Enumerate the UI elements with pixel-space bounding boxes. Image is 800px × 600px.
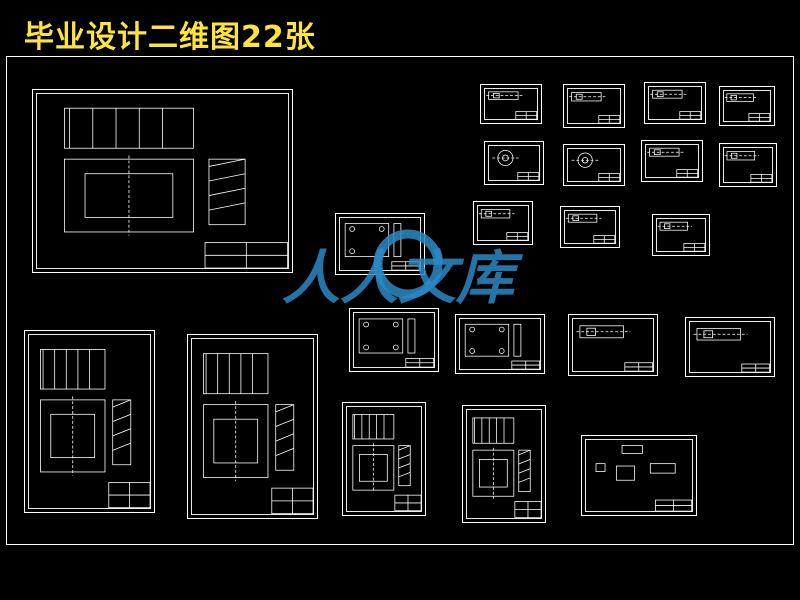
sheet-drawing xyxy=(486,91,538,120)
sheet-border xyxy=(346,406,422,512)
sheet-border xyxy=(466,409,542,519)
drawing-sheet-part-f xyxy=(563,144,625,186)
drawing-sheet-plate-4 xyxy=(568,314,658,376)
drawing-sheet-plate-3 xyxy=(455,314,545,374)
sheet-drawing xyxy=(595,445,693,512)
sheet-border xyxy=(353,312,435,368)
drawing-sheet-part-i xyxy=(473,201,533,245)
sheet-drawing xyxy=(566,213,616,244)
drawing-sheet-plate-5 xyxy=(685,317,775,377)
drawing-sheet-plate-2 xyxy=(349,308,439,372)
drawing-sheet-part-e xyxy=(484,141,544,185)
sheet-border xyxy=(723,90,771,122)
sheet-border xyxy=(572,318,654,372)
sheet-drawing xyxy=(693,328,771,373)
drawing-sheet-assembly-main xyxy=(32,89,293,273)
sheet-border xyxy=(564,210,616,244)
drawing-sheet-part-a xyxy=(480,84,542,124)
sheet-border xyxy=(36,93,289,269)
sheet-drawing xyxy=(464,323,541,370)
drawing-frame xyxy=(6,56,794,545)
sheet-border xyxy=(645,144,699,178)
watermark-text: 人人文库 xyxy=(282,244,524,312)
sheet-border xyxy=(488,145,540,181)
drawing-sheet-part-b xyxy=(563,84,625,128)
sheet-border xyxy=(567,148,621,182)
sheet-drawing xyxy=(64,107,289,269)
sheet-drawing xyxy=(203,353,314,515)
sheet-drawing xyxy=(492,150,540,181)
sheet-drawing xyxy=(358,318,435,368)
drawing-sheet-part-j xyxy=(560,206,620,248)
sheet-drawing xyxy=(657,221,706,252)
drawing-sheet-part-c xyxy=(644,82,706,124)
sheet-drawing xyxy=(724,151,773,183)
drawing-sheet-part-g xyxy=(641,140,703,182)
sheet-border xyxy=(567,88,621,124)
sheet-border xyxy=(477,205,529,241)
sheet-drawing xyxy=(569,92,621,124)
sheet-border xyxy=(459,318,541,370)
sheet-drawing xyxy=(571,152,621,182)
sheet-drawing xyxy=(647,147,699,178)
drawing-sheet-drawing-small xyxy=(581,435,697,516)
sheet-border xyxy=(191,338,314,515)
sheet-border xyxy=(484,88,538,120)
drawing-sheet-part-k xyxy=(652,214,710,256)
sheet-border xyxy=(723,147,773,183)
drawing-sheet-drawing-tall-1 xyxy=(24,330,155,513)
page-title: 毕业设计二维图22张 xyxy=(24,20,316,55)
sheet-drawing xyxy=(576,325,654,372)
drawing-sheet-drawing-mid-1 xyxy=(342,402,426,516)
sheet-border xyxy=(689,321,771,373)
sheet-drawing xyxy=(650,89,702,120)
watermark-logo: 人人文库 xyxy=(282,229,524,312)
sheet-drawing xyxy=(724,93,771,122)
drawing-sheet-part-h xyxy=(719,143,777,187)
sheet-drawing xyxy=(478,209,529,241)
sheet-border xyxy=(656,218,706,252)
sheet-drawing xyxy=(352,414,422,512)
drawing-sheet-drawing-tall-2 xyxy=(187,334,318,519)
sheet-border xyxy=(28,334,151,509)
drawing-sheet-drawing-mid-2 xyxy=(462,405,546,523)
drawing-sheet-part-d xyxy=(719,86,775,126)
sheet-border xyxy=(585,439,693,512)
sheet-border xyxy=(648,86,702,120)
sheet-drawing xyxy=(40,349,151,509)
sheet-drawing xyxy=(472,417,542,519)
